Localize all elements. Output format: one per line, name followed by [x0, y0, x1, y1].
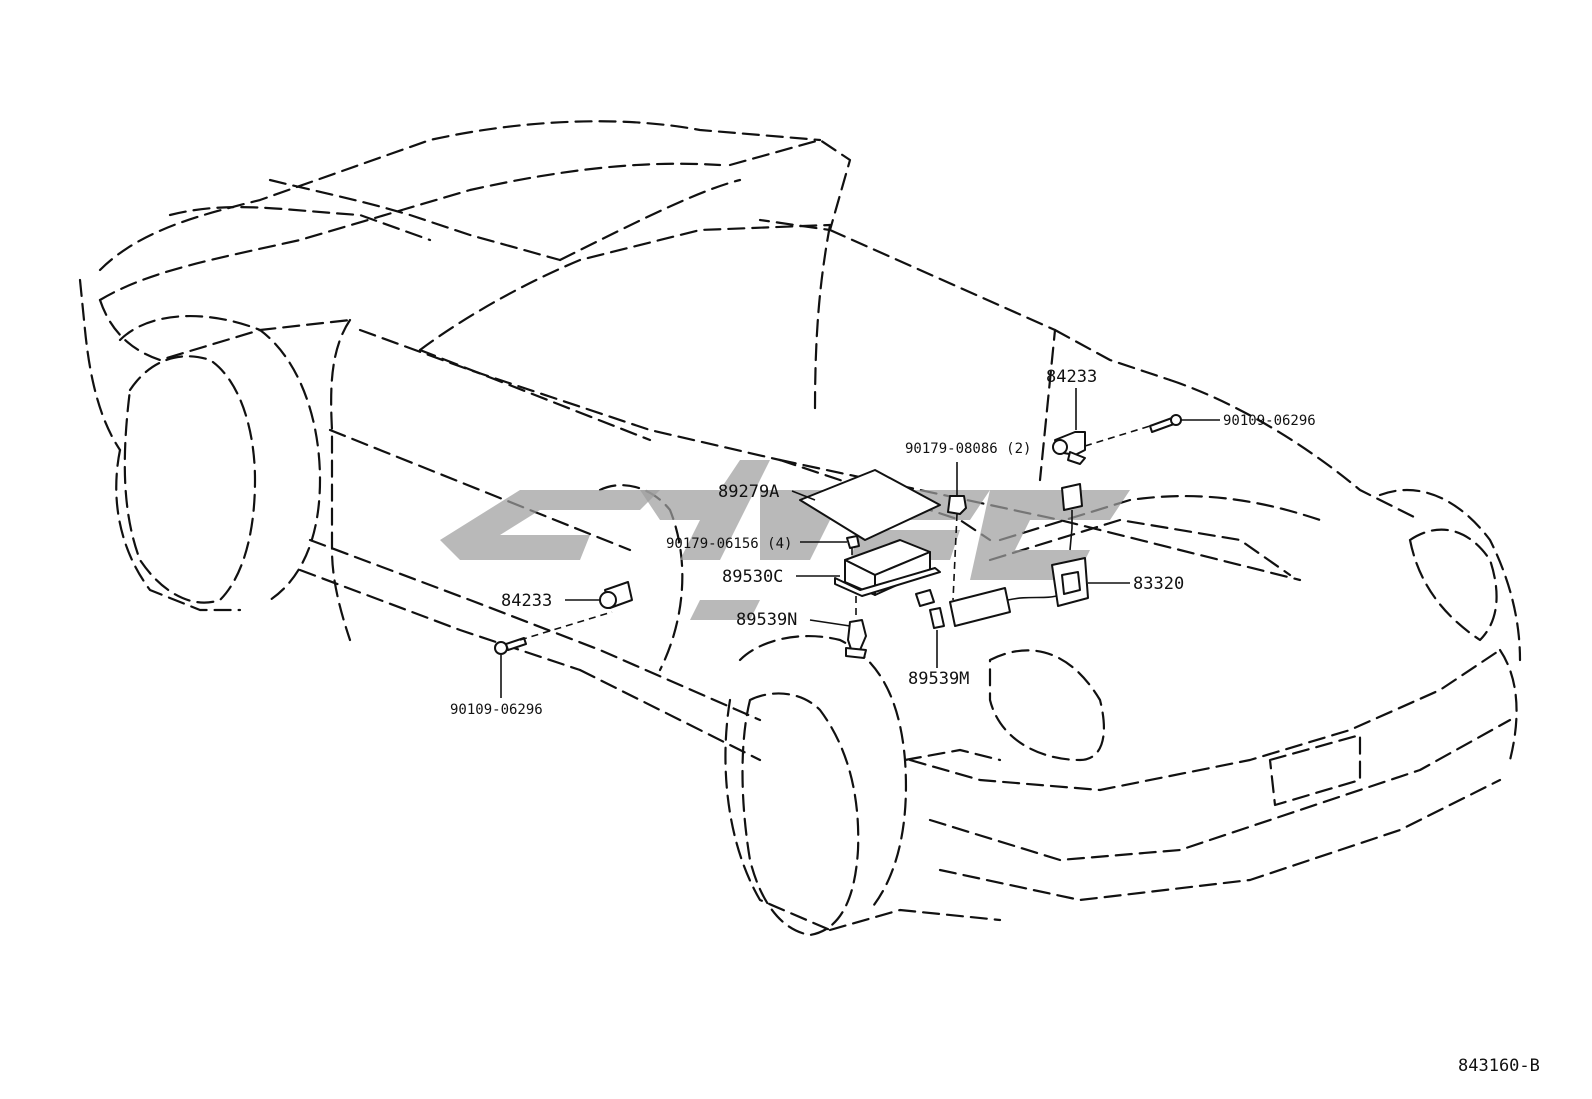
- callout-90109-bottom: 90109-06296: [450, 702, 543, 718]
- connector-83320: [1051, 483, 1089, 607]
- callout-90179-06156: 90179-06156 (4): [666, 536, 792, 552]
- door-switch-right: [1052, 431, 1086, 465]
- sensor-89539N: [845, 619, 867, 659]
- screw-right: [1149, 414, 1182, 433]
- callout-89279A: 89279A: [718, 482, 779, 502]
- callout-90109-top: 90109-06296: [1223, 413, 1316, 429]
- callout-89539N: 89539N: [736, 610, 797, 630]
- callout-83320: 83320: [1133, 574, 1184, 594]
- callout-89539M: 89539M: [908, 669, 969, 689]
- leader-lines: [500, 388, 1220, 698]
- screw-left: [494, 637, 527, 655]
- callout-84233-top: 84233: [1046, 367, 1097, 387]
- callout-90179-08086: 90179-08086 (2): [905, 441, 1031, 457]
- pad-89279A: [799, 469, 941, 541]
- nut-06156: [846, 535, 860, 549]
- callout-89530C: 89530C: [722, 567, 783, 587]
- callout-labels: 84233 90109-06296 90179-08086 (2) 89279A…: [450, 367, 1540, 1076]
- nut-08086: [947, 495, 967, 515]
- control-unit-89530C: [834, 539, 941, 597]
- callout-84233-left: 84233: [501, 591, 552, 611]
- door-switch-left: [599, 581, 633, 609]
- diagram-code: 843160-B: [1458, 1056, 1540, 1076]
- sensor-89539M: [915, 587, 1061, 629]
- car-outline: [78, 120, 1522, 937]
